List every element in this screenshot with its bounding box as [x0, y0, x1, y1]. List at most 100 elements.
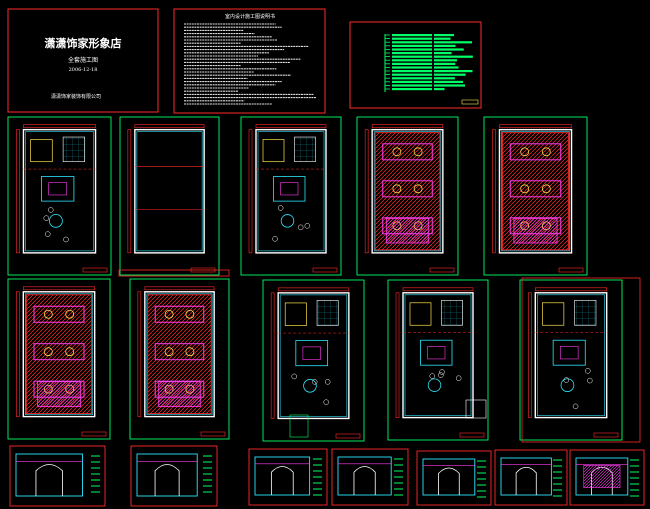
- dimension-line: [364, 129, 369, 254]
- plan-walls: [22, 291, 96, 418]
- elevation-sheet: [130, 445, 218, 507]
- sofa-set: [273, 176, 306, 202]
- plan-inner-wall: [404, 294, 472, 416]
- index-entry: [392, 48, 432, 51]
- round-table: [560, 378, 575, 392]
- furniture: [574, 299, 597, 326]
- sheet-border: [119, 116, 220, 276]
- plant: [438, 372, 444, 378]
- sheet-border: [240, 116, 342, 276]
- elevation-wall: [136, 453, 198, 497]
- dimension-line: [23, 124, 96, 128]
- sofa-set: [41, 176, 75, 202]
- drawing-sheet: [356, 116, 459, 276]
- plan-walls: [498, 128, 573, 254]
- plan-inner-wall: [373, 131, 442, 252]
- ceiling-light: [520, 147, 530, 157]
- furniture: [542, 302, 565, 326]
- elevation-sheet: [569, 449, 645, 506]
- sheet-border: [483, 116, 588, 276]
- plan-inner-wall: [279, 294, 348, 417]
- plant: [43, 215, 50, 221]
- ceiling-panel: [154, 343, 205, 361]
- plan-walls: [534, 292, 608, 419]
- plan-inner-wall: [536, 294, 605, 416]
- dimension-line: [16, 129, 20, 254]
- plan-inner-wall: [501, 131, 570, 252]
- furniture: [284, 302, 307, 326]
- elevation-wall: [337, 456, 392, 496]
- dimension-line: [395, 292, 400, 418]
- plan-inner-wall: [136, 131, 203, 252]
- cover-subtitle: 全套施工图: [68, 56, 98, 64]
- index-entry: [392, 44, 432, 47]
- sofa-set: [552, 339, 586, 366]
- ceiling-feature: [385, 217, 430, 244]
- index-entry-extra: [434, 48, 464, 51]
- ceiling-feature: [37, 381, 81, 408]
- sheet-border: [519, 279, 623, 441]
- furniture: [409, 302, 432, 326]
- sheet-border: [248, 448, 328, 506]
- floor-plan-row-1: [7, 116, 588, 277]
- sheet-border: [494, 449, 568, 506]
- ceiling-light: [413, 184, 423, 194]
- ceiling-panel: [154, 305, 205, 323]
- arch-opening: [270, 466, 294, 495]
- drawing-sheet: [7, 116, 112, 276]
- elevation-wall: [500, 457, 552, 496]
- feature-wall: [583, 465, 621, 488]
- index-entry: [392, 73, 432, 76]
- index-entry: [392, 37, 432, 40]
- plant: [455, 375, 462, 381]
- index-entry: [392, 52, 432, 55]
- drawing-sheet: [7, 278, 111, 440]
- index-entry-extra: [434, 62, 456, 65]
- plan-inner-wall: [146, 293, 213, 415]
- ceiling-light: [185, 309, 195, 319]
- sheet-border: [7, 278, 111, 440]
- dimension-line: [255, 124, 327, 128]
- title-block: [429, 267, 455, 273]
- design-notes-sheet: 室内设计施工图说明书: [173, 8, 326, 114]
- dimension-line: [22, 286, 96, 291]
- plant: [587, 377, 593, 384]
- notes-title: 室内设计施工图说明书: [225, 13, 275, 20]
- plan-walls: [402, 292, 474, 419]
- index-entry: [392, 84, 432, 87]
- dimension-line: [270, 292, 275, 419]
- plan-inner-wall: [257, 131, 325, 252]
- plant: [44, 231, 51, 237]
- ceiling-light: [65, 347, 75, 357]
- ceiling-light: [164, 347, 174, 357]
- plan-walls: [22, 128, 97, 254]
- plant: [291, 373, 297, 380]
- sheet-border: [387, 279, 489, 441]
- dimension-line: [402, 287, 474, 292]
- coffee-table: [280, 182, 299, 196]
- floor-plan-row-2: [7, 277, 641, 443]
- ceiling-feature: [158, 381, 201, 408]
- dimension-line: [134, 124, 205, 128]
- elevation-sheet: [9, 445, 106, 507]
- ceiling-panel: [382, 143, 433, 161]
- plant: [272, 236, 278, 242]
- cover-company: 潇潇饰家装饰有限公司: [51, 93, 101, 100]
- cover-date: 2006-12-18: [69, 67, 98, 73]
- dimension-line: [127, 129, 132, 254]
- drawing-sheet: [387, 279, 489, 441]
- round-table: [427, 378, 442, 392]
- plan-walls: [144, 291, 215, 418]
- plant: [585, 368, 591, 374]
- ceiling-light: [520, 184, 530, 194]
- elevation-sheet: [416, 450, 492, 506]
- plant: [304, 223, 311, 229]
- elevation-wall: [15, 453, 83, 497]
- title-block: [593, 432, 619, 438]
- index-entry: [392, 88, 432, 91]
- plant: [311, 379, 318, 385]
- ceiling-light: [541, 147, 551, 157]
- frame-segment: [118, 269, 230, 277]
- title-block: [335, 433, 361, 439]
